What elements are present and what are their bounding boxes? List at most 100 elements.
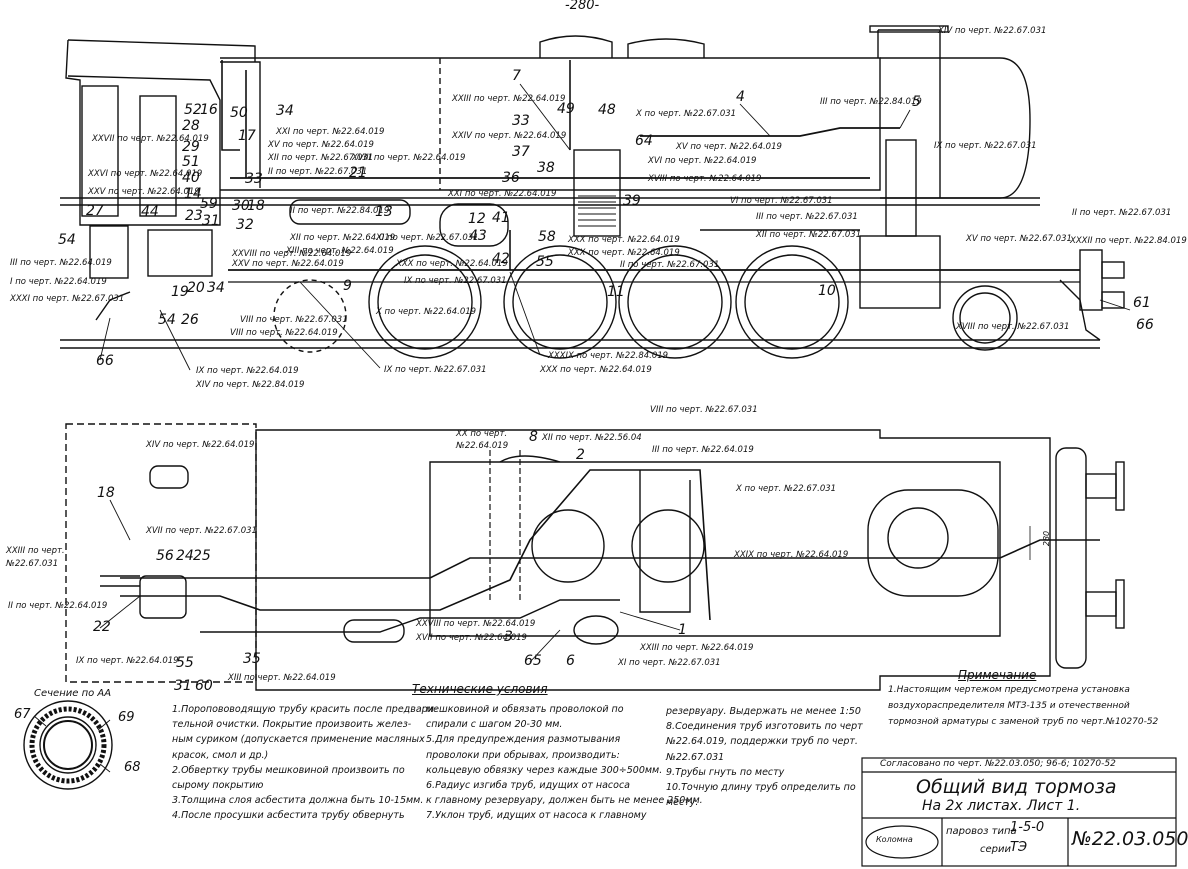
part-number-label: 49: [557, 101, 575, 117]
part-number-label: 58: [538, 229, 556, 245]
note-line: проволоки при обрывах, производить:: [426, 749, 620, 761]
drawing-reference-label: II по черт. №22.64.019: [8, 601, 107, 611]
drawing-reference-label: IX по черт. №22.64.019: [76, 656, 179, 666]
drawing-reference-label: II по черт. №22.67.031: [268, 167, 367, 177]
part-number-label: 21: [349, 165, 367, 181]
drawing-reference-label: IX по черт. №22.67.031: [384, 365, 487, 375]
drawing-reference-label: XXIII по черт. №22.64.019: [639, 643, 753, 653]
part-number-label: 9: [343, 278, 352, 294]
section-label-69: 69: [118, 710, 135, 725]
part-number-label: 7: [512, 68, 521, 84]
drawing-reference-label: XXVIII по черт. №22.64.019: [415, 619, 535, 629]
part-number-label: 37: [512, 144, 530, 160]
series-label: серии: [980, 844, 1011, 855]
part-number-label: 31: [174, 678, 192, 694]
drawing-reference-label: XXXIX по черт. №22.84.019: [547, 351, 668, 361]
part-number-label: 5: [912, 94, 921, 110]
part-number-label: 12: [468, 211, 486, 227]
drawing-reference-label: XXV по черт. №22.64.019: [231, 259, 344, 269]
part-number-label: 56: [156, 548, 174, 564]
part-number-label: 39: [623, 193, 641, 209]
drawing-reference-label: №22.67.031: [5, 559, 58, 569]
note-line: резервуару. Выдержать не менее 1:50: [666, 706, 861, 717]
drawing-reference-label: IX по черт. №22.67.031: [404, 276, 507, 286]
note-line: тормозной арматуры с заменой труб по чер…: [888, 717, 1159, 727]
drawing-reference-label: XXIII по черт. №22.64.019: [451, 94, 565, 104]
part-number-label: 3: [504, 629, 513, 645]
drawing-reference-label: XIII по черт. №22.64.019: [227, 673, 336, 683]
note-line: мешковиной и обвязать проволокой по: [426, 704, 624, 715]
note-line: №22.67.031: [666, 751, 725, 763]
drawing-reference-label: XXVII по черт. №22.64.019: [91, 134, 209, 144]
part-number-label: 19: [171, 284, 189, 300]
drawing-reference-label: XXX по черт. №22.64.019: [567, 248, 680, 258]
part-number-label: 16: [200, 102, 218, 118]
drawing-reference-label: XXIII по черт.: [5, 546, 65, 556]
part-number-label: 25: [193, 548, 211, 564]
note-line: 3.Толщина слоя асбестита должна быть 10-…: [172, 795, 424, 807]
part-number-label: 22: [93, 619, 111, 635]
part-number-label: 61: [1133, 295, 1151, 311]
section-label-68: 68: [124, 760, 141, 775]
factory-logo: Коломна: [876, 835, 913, 844]
drawing-reference-label: X по черт. №22.64.019: [375, 307, 476, 317]
part-number-label: 38: [537, 160, 555, 176]
part-number-label: 4: [736, 89, 745, 105]
part-number-label: 17: [238, 128, 256, 144]
note-line: воздухораспределителя МТЗ-135 и отечеств…: [888, 701, 1130, 711]
drawing-reference-label: XIV по черт. №22.67.031: [937, 26, 1046, 36]
part-number-label: 11: [607, 284, 625, 300]
note-line: спирали с шагом 20-30 мм.: [426, 719, 563, 731]
section-label-67: 67: [14, 707, 31, 722]
note-line: №22.64.019, поддержки труб по черт.: [666, 736, 858, 748]
part-number-label: 28: [182, 118, 200, 134]
drawing-reference-label: X по черт. №22.67.031: [735, 484, 836, 494]
note-line: сырому покрытию: [172, 780, 264, 792]
part-number-label: 33: [245, 171, 263, 187]
remark-title: Примечание: [958, 668, 1037, 682]
side-view: [60, 25, 1131, 371]
drawing-reference-label: XVIII по черт. №22.64.019: [647, 174, 761, 184]
part-number-label: 10: [818, 283, 836, 299]
part-number-label: 34: [276, 103, 294, 119]
loco-type: 1-5-0: [1010, 820, 1045, 835]
part-number-label: 52: [184, 102, 202, 118]
drawing-reference-label: XIII по черт. №22.64.019: [285, 246, 394, 256]
part-number-label: 66: [1136, 317, 1154, 333]
part-number-label: 30: [232, 198, 250, 214]
part-number-label: 18: [97, 485, 115, 501]
part-number-label: 35: [243, 651, 261, 667]
drawing-reference-label: XI по черт. №22.67.031: [375, 233, 479, 243]
notes-column-2: мешковиной и обвязать проволокой по спира…: [426, 702, 703, 824]
drawing-reference-label: III по черт. №22.64.019: [10, 258, 112, 268]
dimension-280: 280: [1042, 530, 1052, 547]
drawing-reference-label: XIV по черт. №22.84.019: [195, 380, 304, 390]
drawing-subtitle: На 2х листах. Лист 1.: [922, 798, 1081, 814]
part-number-label: 26: [181, 312, 199, 328]
section-aa: [23, 700, 113, 790]
note-line: к главному резервуару, должен быть не ме…: [426, 795, 703, 807]
drawing-reference-label: XVI по черт. №22.64.019: [647, 156, 756, 166]
part-number-label: 50: [230, 105, 248, 121]
part-number-label: 54: [58, 232, 76, 248]
part-number-label: 40: [182, 170, 200, 186]
part-number-label: 8: [529, 429, 538, 445]
note-line: ным суриком (допускается применение масл…: [172, 734, 425, 746]
drawing-reference-label: II по черт. №22.67.031: [1072, 208, 1171, 218]
drawing-reference-label: I по черт. №22.64.019: [10, 277, 107, 287]
agreed-text: Согласовано по черт. №22.03.050; 96-6; 1…: [880, 759, 1116, 769]
part-number-label: 55: [176, 655, 194, 671]
drawing-reference-label: XXI по черт. №22.64.019: [275, 127, 384, 137]
note-line: 8.Соединения труб изготовить по черт: [666, 721, 863, 733]
drawing-reference-label: №22.64.019: [455, 441, 508, 451]
part-number-label: 51: [182, 154, 200, 170]
note-line: красок, смол и др.): [172, 749, 269, 761]
part-number-label: 29: [182, 139, 200, 155]
part-number-label: 18: [247, 198, 265, 214]
title-block-frame: [861, 757, 1177, 867]
drawing-reference-label: XV по черт. №22.64.019: [675, 142, 782, 152]
drawing-reference-label: XII по черт. №22.64.019: [289, 233, 395, 243]
part-number-label: 66: [96, 353, 114, 369]
